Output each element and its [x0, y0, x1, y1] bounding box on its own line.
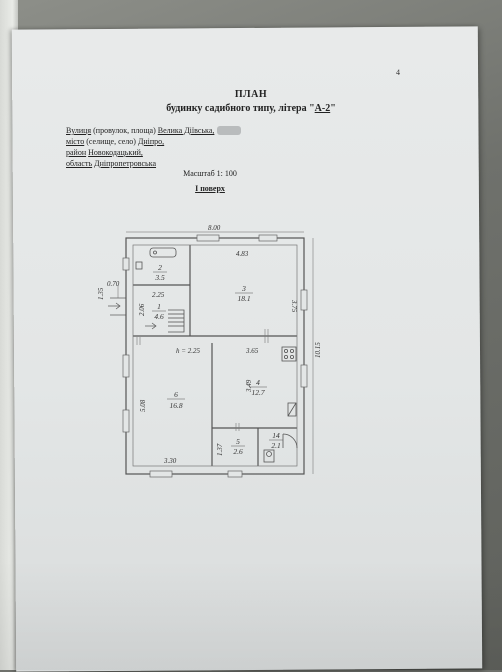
- window-bottom-1: [149, 470, 173, 478]
- dim-right-total: 10.15: [314, 342, 322, 358]
- toilet-icon: [263, 449, 275, 463]
- room-3-number: 3: [241, 284, 246, 293]
- window-bottom-2: [227, 470, 243, 478]
- dim-left-offset: 0.70: [107, 280, 120, 288]
- dim-room4-width: 3.65: [245, 347, 259, 355]
- floor-label: І поверх: [195, 184, 225, 193]
- dim-room3-height: 3.75: [290, 299, 298, 313]
- dim-room6-height: 5.08: [139, 399, 147, 412]
- region-label: область: [66, 159, 93, 168]
- dim-room5-height: 1.37: [216, 443, 224, 456]
- entrance: [108, 297, 157, 330]
- dim-bottom-width: 3.30: [163, 457, 177, 465]
- window-top-2: [258, 234, 278, 242]
- room-5-number: 5: [236, 437, 240, 446]
- bathtub-icon: [149, 247, 177, 258]
- height-mark: h = 2.25: [176, 347, 200, 355]
- document-title: ПЛАН: [234, 89, 268, 100]
- district-label: район: [66, 148, 87, 157]
- inner-wall: [132, 244, 298, 467]
- window-left-3: [122, 409, 130, 433]
- room-6-area: 16.8: [169, 401, 182, 410]
- stove-icon: [281, 346, 297, 362]
- room-4-area: 12.7: [251, 388, 264, 397]
- window-left-1: [122, 257, 130, 271]
- street-hint: (провулок, площа): [91, 126, 158, 135]
- sink-icon: [135, 261, 143, 270]
- page-number: 4: [396, 68, 400, 77]
- subtitle-letter: А-2: [314, 103, 331, 114]
- room-14-number: 14: [272, 431, 280, 440]
- dimension-labels: 8.00 4.83 3.75 0.70 1.35 2.25 2.06 h = 2…: [97, 224, 322, 465]
- window-right-1: [300, 289, 308, 311]
- stairs-icon: [168, 309, 185, 333]
- dim-hall-width: 2.25: [152, 291, 165, 299]
- city-value: Дніпро,: [137, 137, 165, 146]
- subtitle-suffix: ": [330, 103, 336, 114]
- dim-room4-height: 3.49: [245, 379, 253, 393]
- dim-room3-width: 4.83: [236, 250, 249, 258]
- document-subtitle: будинку садибного типу, літера "А-2": [0, 103, 502, 114]
- address-street-line: Вулиця (провулок, площа) Велика Діївська…: [66, 126, 242, 135]
- room-4-number: 4: [256, 378, 260, 387]
- door-marks: [136, 329, 269, 431]
- city-label: місто: [66, 137, 85, 146]
- dim-hall-height: 2.06: [138, 303, 146, 316]
- district-value: Новокодацький,: [88, 148, 143, 157]
- redacted-house-number: [217, 126, 242, 135]
- room-2-number: 2: [158, 263, 162, 272]
- room-1-area: 4.6: [154, 312, 164, 321]
- room-5-area: 2.6: [233, 447, 243, 456]
- dim-top: 8.00: [208, 224, 221, 232]
- room-2-area: 3.5: [154, 273, 165, 282]
- room-1-number: 1: [157, 302, 161, 311]
- address-region-line: область Дніпропетровська: [66, 159, 156, 168]
- windows: [122, 234, 308, 478]
- dim-left-small: 1.35: [97, 287, 105, 300]
- window-left-2: [122, 354, 130, 378]
- region-value: Дніпропетровська: [94, 159, 157, 168]
- window-top-1: [196, 234, 220, 242]
- street-value: Велика Діївська,: [157, 126, 215, 135]
- door-swing-icon: [282, 433, 298, 449]
- room-labels: 2 3.5 1 4.6 3 18.1 6 16.8 4 12.7 5 2.6 1…: [152, 263, 283, 456]
- boiler-icon: [287, 402, 297, 417]
- window-right-2: [300, 364, 308, 388]
- drain-icon: [153, 250, 157, 255]
- fixtures: [135, 247, 298, 463]
- city-hint: (селище, село): [84, 137, 138, 146]
- address-city-line: місто (селище, село) Дніпро,: [66, 137, 164, 146]
- scale-label: Масштаб 1: 100: [183, 169, 237, 178]
- room-14-area: 2.1: [271, 441, 280, 450]
- dimension-lines: [117, 231, 314, 474]
- address-district-line: район Новокодацький,: [66, 148, 143, 157]
- subtitle-prefix: будинку садибного типу, літера ": [166, 103, 315, 114]
- room-6-number: 6: [174, 390, 178, 399]
- room-3-area: 18.1: [237, 294, 250, 303]
- plan-walls: [125, 237, 305, 475]
- street-label: Вулиця: [66, 126, 92, 135]
